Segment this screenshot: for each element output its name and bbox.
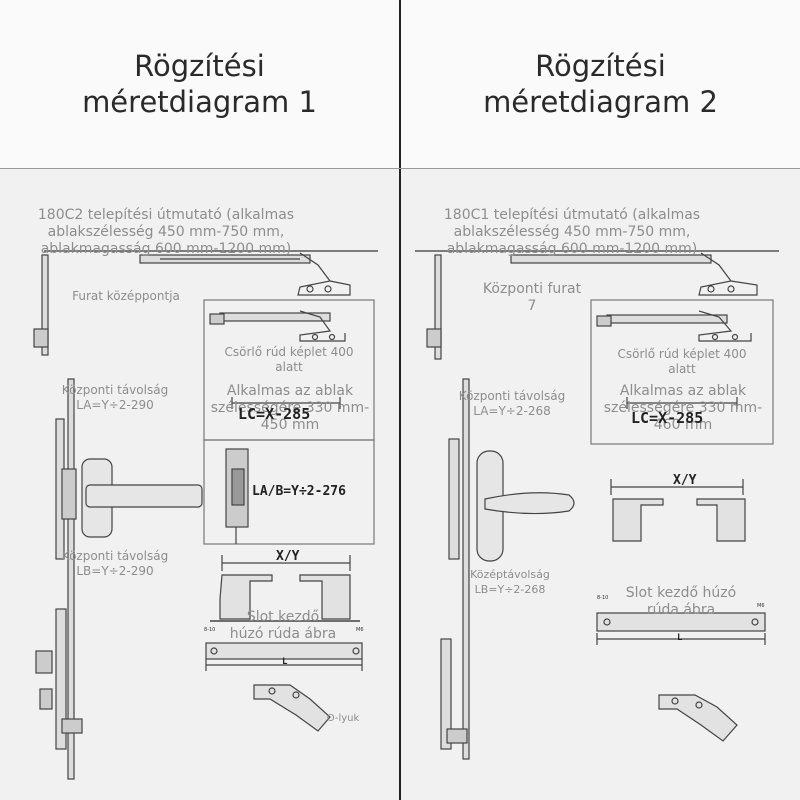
horizontal-divider (0, 168, 800, 169)
dim-8-10-label: 8-10 (597, 595, 609, 601)
center-distance-b-label: Központi távolság LB=Y÷2-290 (61, 549, 169, 578)
dim-m6-label: M6 (356, 627, 364, 633)
xy-dimension-label: X/Y (673, 473, 697, 488)
suitable-width-label: Alkalmas az ablak szélességére 330 mm-46… (603, 383, 763, 433)
dim-m6-label: M6 (757, 603, 765, 609)
diagram-panel-left: 180C2 telepítési útmutató (alkalmas abla… (0, 169, 399, 800)
header-left: Rögzítési méretdiagram 1 (0, 0, 399, 168)
bore-center-label: Furat középpontja (72, 289, 180, 303)
center-distance-a-label: Központi távolság LA=Y÷2-290 (61, 383, 169, 412)
o-hole-label: O-lyuk (326, 713, 360, 724)
install-guide-text: 180C2 telepítési útmutató (alkalmas abla… (37, 207, 295, 257)
header-right-title: Rögzítési méretdiagram 2 (483, 49, 718, 119)
vertical-divider (399, 0, 401, 800)
xy-dimension-label: X/Y (276, 549, 300, 564)
install-guide-text: 180C1 telepítési útmutató (alkalmas abla… (443, 207, 701, 257)
center-bore-label: Központi furat 7 (482, 281, 582, 314)
center-distance-b-label: Középtávolság LB=Y÷2-268 (470, 568, 550, 596)
center-distance-a-label: Központi távolság LA=Y÷2-268 (458, 389, 566, 418)
slot-drawing-label: Slot kezdő húzó rúda ábra (625, 585, 737, 618)
dim-l-label: L (282, 657, 288, 667)
lc-formula: LC=X-285 (238, 405, 311, 423)
slot-drawing-label: Slot kezdő húzó rúda ábra (229, 609, 337, 642)
winch-rod-label: Csörlő rúd képlet 400 alatt (224, 345, 354, 374)
winch-rod-label: Csörlő rúd képlet 400 alatt (617, 347, 747, 376)
dim-l-label: L (677, 633, 683, 643)
hardware-drawing-right (415, 250, 779, 760)
dim-8-10-label: 8-10 (204, 627, 216, 633)
diagram-panel-right: 180C1 telepítési útmutató (alkalmas abla… (401, 169, 800, 800)
hardware-drawing-left (33, 250, 378, 780)
lc-formula: LC=X-285 (631, 409, 704, 427)
header-left-title: Rögzítési méretdiagram 1 (82, 49, 317, 119)
suitable-width-label: Alkalmas az ablak szélességére 330 mm-45… (210, 383, 370, 433)
lab-formula: LA/B=Y÷2-276 (252, 484, 346, 499)
header-right: Rögzítési méretdiagram 2 (401, 0, 800, 168)
